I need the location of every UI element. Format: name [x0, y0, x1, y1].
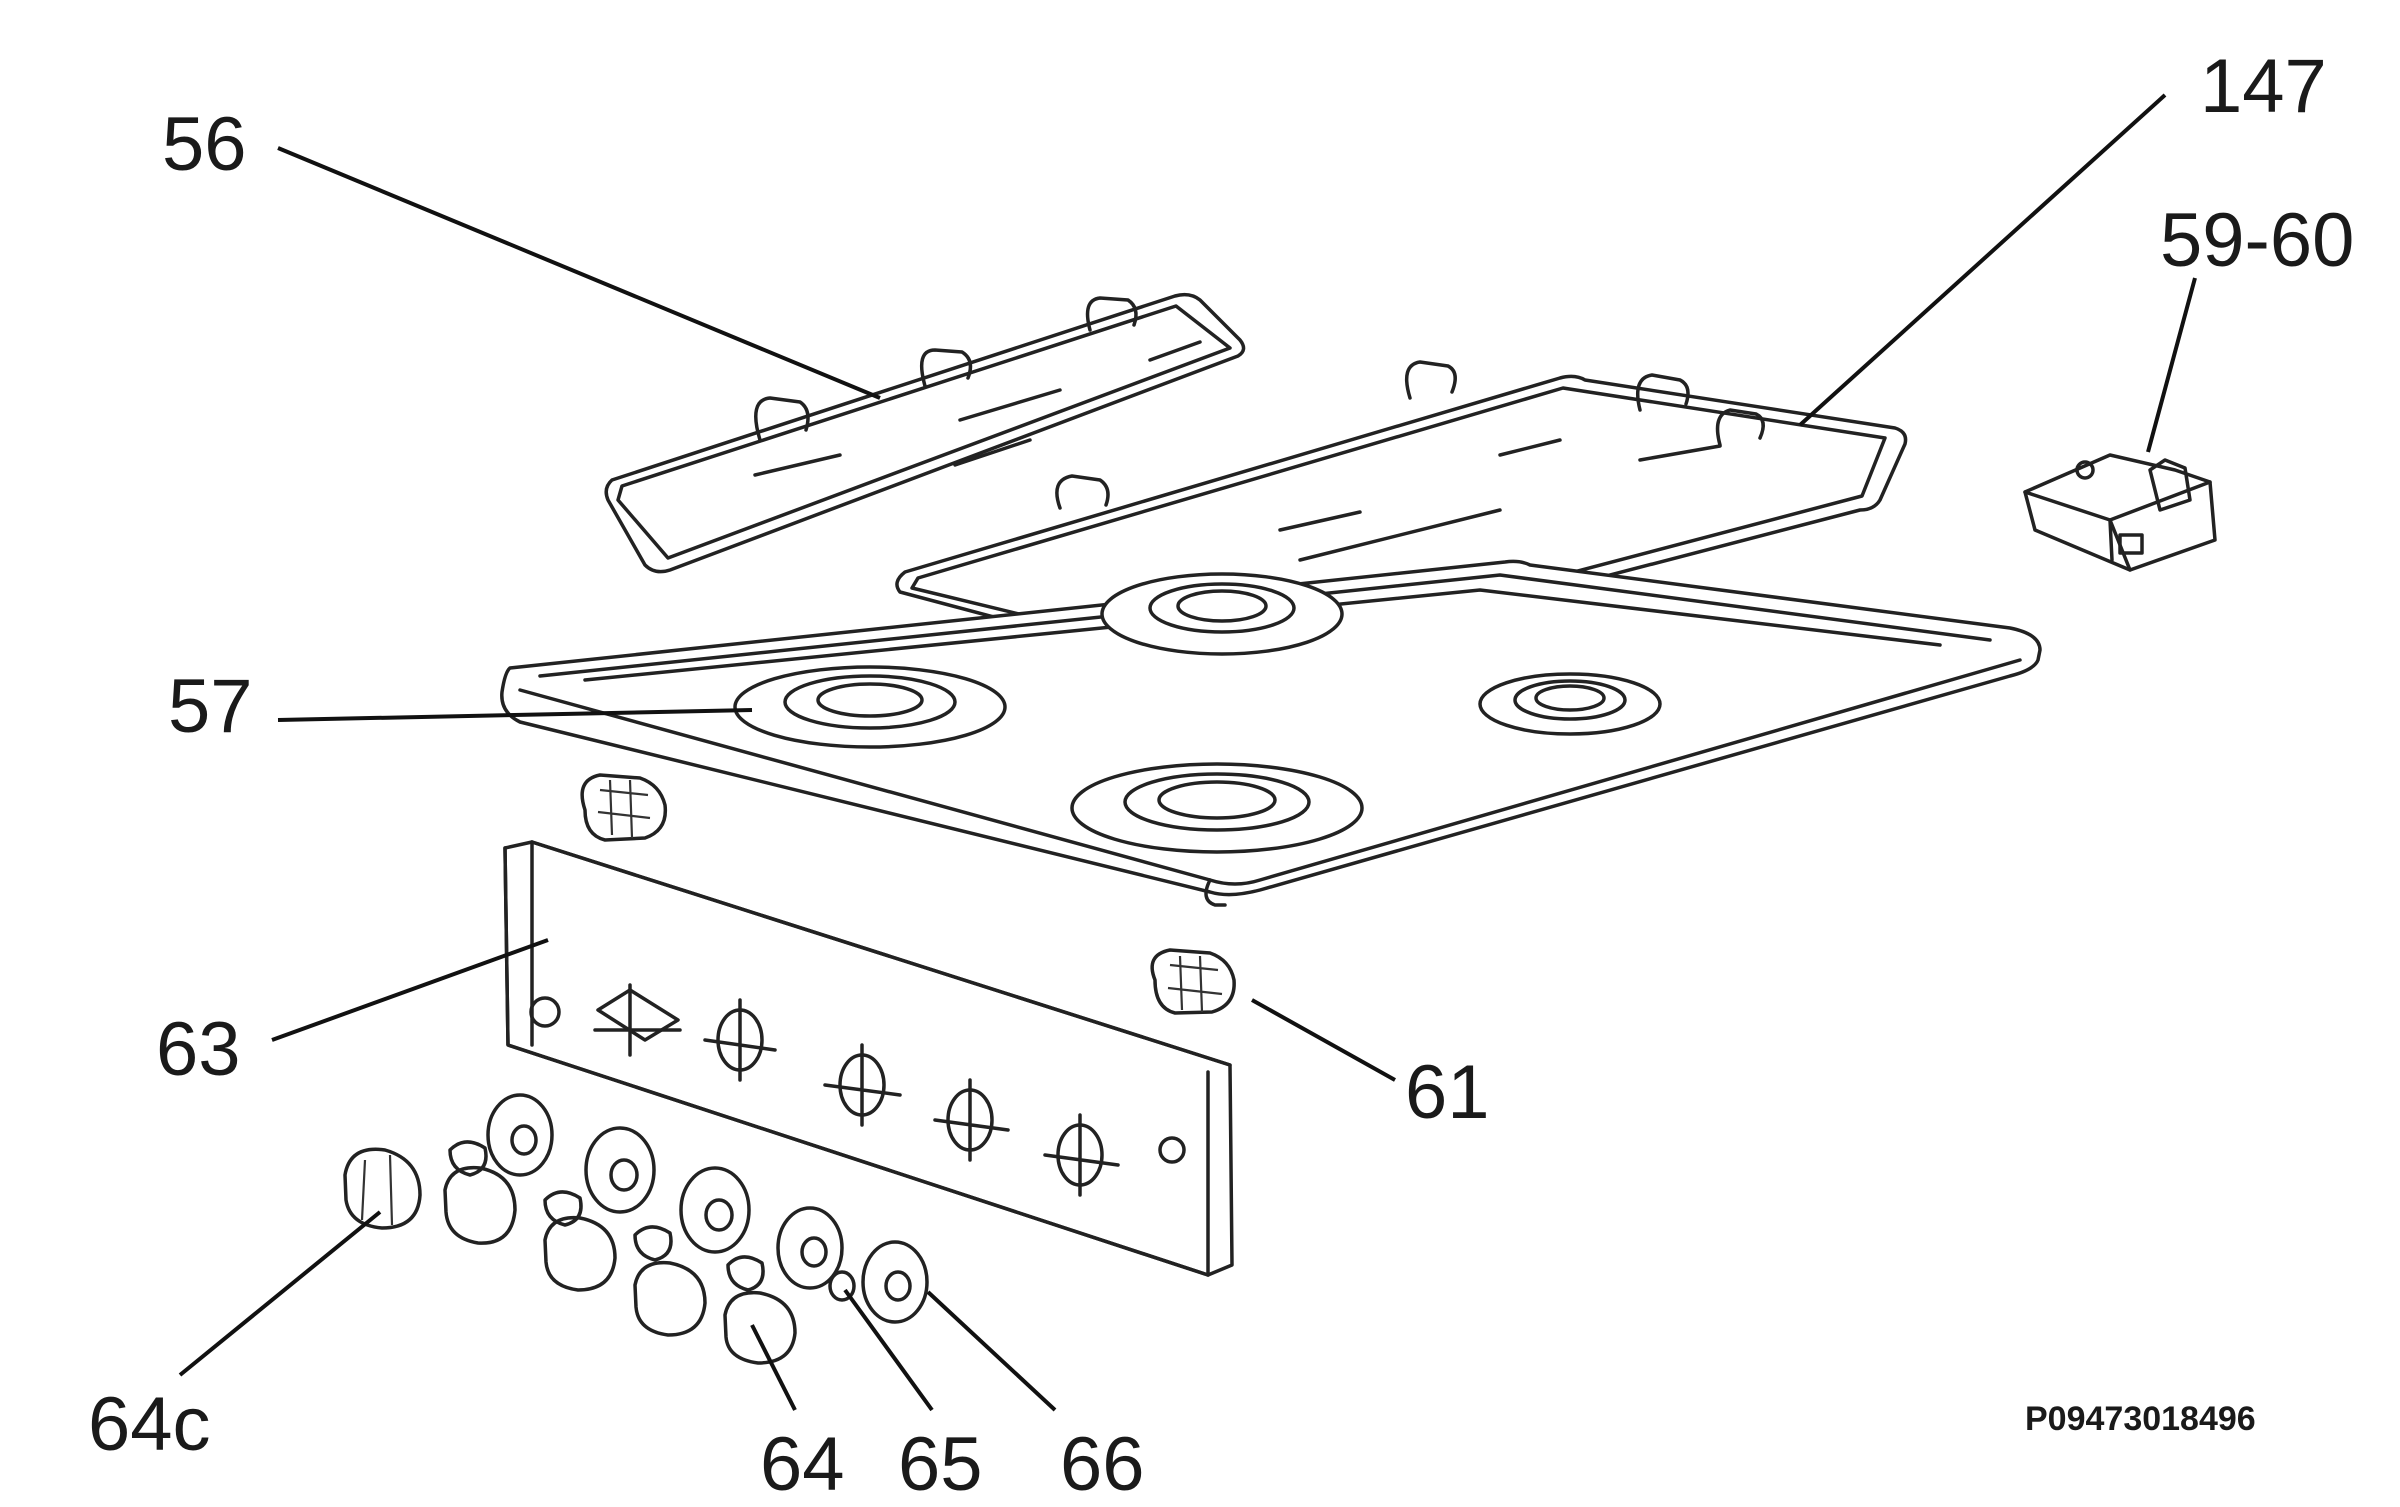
ignition-unit	[2023, 453, 2217, 572]
leader-lines	[178, 93, 2197, 1412]
callout-147: 147	[2200, 44, 2327, 129]
callout-64: 64	[760, 1422, 845, 1507]
leader-56	[277, 146, 881, 400]
callout-59-60: 59-60	[2160, 198, 2354, 283]
leader-64c	[178, 1210, 382, 1377]
callout-64c: 64c	[88, 1382, 211, 1467]
callout-57: 57	[168, 664, 253, 749]
leader-66	[926, 1290, 1057, 1412]
burner-rear	[1100, 572, 1344, 656]
control-panel	[503, 840, 1234, 1277]
knob-row	[443, 1093, 929, 1365]
hob-top-plate	[500, 559, 2042, 907]
callout-56: 56	[162, 102, 247, 187]
hinge-clip-right	[1150, 948, 1236, 1015]
leader-147	[1798, 93, 2167, 427]
knob-64c	[343, 1147, 422, 1230]
pan-support-right	[895, 360, 1908, 680]
pan-support-left	[604, 292, 1246, 574]
leader-65	[843, 1288, 934, 1412]
callout-labels: 56 147 59-60 57 63 61 64c 64 65 66 P0947…	[88, 44, 2354, 1507]
hinge-clip-left	[580, 773, 668, 842]
burner-front	[1070, 762, 1364, 854]
callout-61: 61	[1405, 1050, 1490, 1135]
leader-57	[277, 708, 753, 722]
callout-63: 63	[156, 1007, 241, 1092]
callout-66: 66	[1060, 1422, 1145, 1507]
drawing-code: P09473018496	[2025, 1400, 2256, 1438]
leader-59-60	[2146, 277, 2197, 453]
burner-left	[733, 665, 1007, 749]
burner-right	[1478, 672, 1662, 736]
leader-61	[1251, 998, 1396, 1082]
callout-65: 65	[898, 1422, 983, 1507]
leader-63	[271, 938, 549, 1042]
leader-64	[750, 1324, 797, 1411]
